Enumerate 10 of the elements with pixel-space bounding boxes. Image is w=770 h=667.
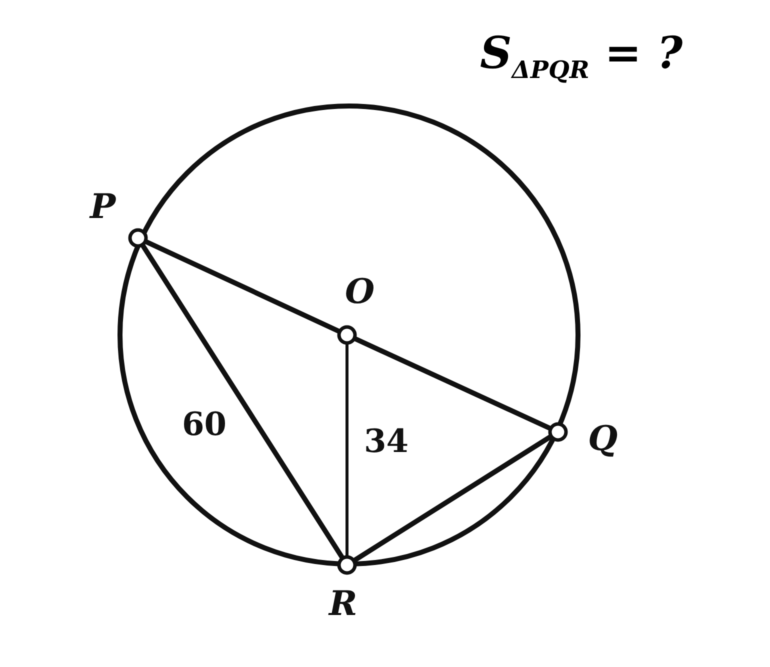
line-segment bbox=[346, 344, 348, 556]
point-label: O bbox=[345, 275, 375, 309]
point-label: R bbox=[329, 587, 358, 621]
line-segment bbox=[354, 336, 551, 431]
line-segment bbox=[353, 434, 552, 562]
question-title: S$_{ΔPQR}$ = ? bbox=[480, 32, 683, 82]
point-label: P bbox=[90, 190, 116, 224]
line-segment bbox=[140, 244, 344, 559]
point-label: Q bbox=[588, 422, 618, 456]
line-segment bbox=[145, 240, 340, 334]
